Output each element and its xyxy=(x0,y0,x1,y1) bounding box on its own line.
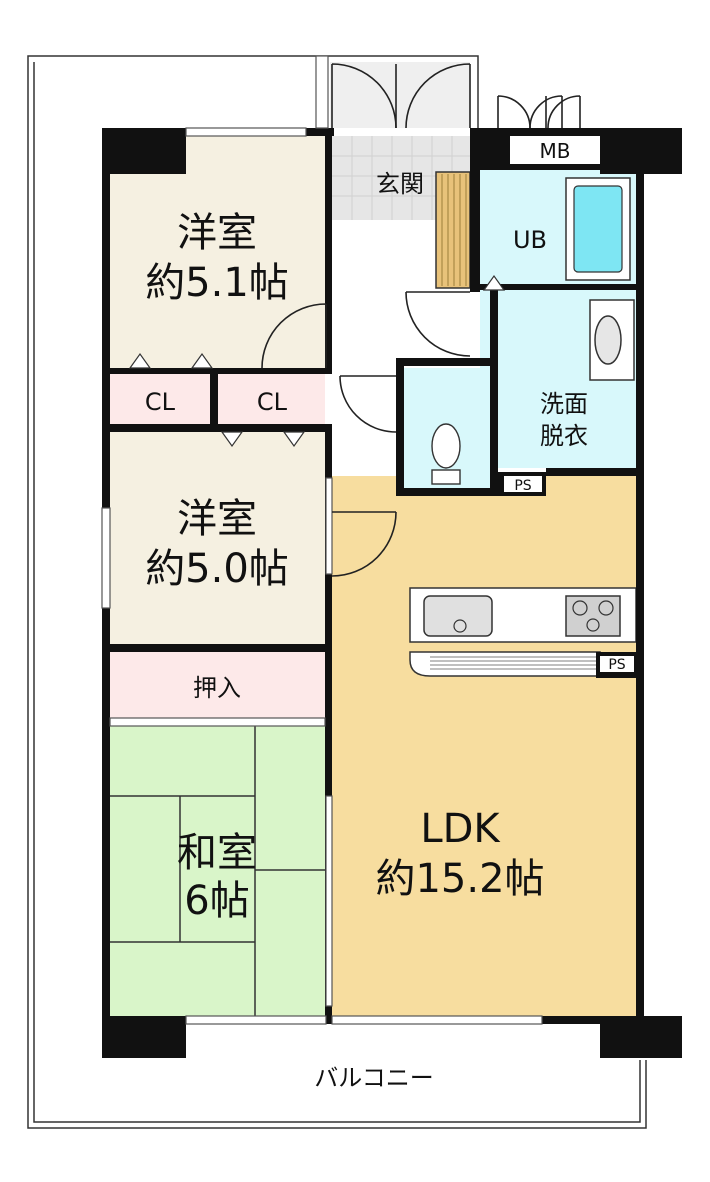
ldk-name: LDK xyxy=(420,806,501,852)
corridor-floor xyxy=(332,220,402,476)
ldk-floor xyxy=(332,476,636,1016)
japanese-room-size: 6帖 xyxy=(184,878,249,924)
stove-burner xyxy=(598,600,614,616)
doors xyxy=(261,63,581,577)
sink-drain xyxy=(453,619,467,633)
sink xyxy=(423,595,493,637)
stove xyxy=(565,595,621,637)
windows xyxy=(101,55,543,1025)
kitchen-bar xyxy=(409,651,601,677)
kitchen-bar-lines xyxy=(430,656,596,670)
meter-box xyxy=(510,136,600,164)
balcony-outline xyxy=(27,55,647,1129)
shoe-cabinet xyxy=(435,171,471,289)
western-room-2-name: 洋室 xyxy=(177,496,257,542)
porch-floor xyxy=(330,62,470,128)
toilet-tank xyxy=(431,469,461,485)
porch-outline xyxy=(320,55,479,128)
oshiire-label: 押入 xyxy=(193,674,241,702)
shoe-cabinet-lines xyxy=(441,174,467,286)
japanese-room-floor xyxy=(110,726,325,1016)
pipe-space-2-label: PS xyxy=(608,657,625,673)
bathtub-basin xyxy=(573,185,623,273)
meter-box-label: MB xyxy=(540,139,571,163)
closet-door-markers xyxy=(128,274,506,448)
column-bottom-left xyxy=(102,1016,186,1058)
washroom-label-line1: 洗面 xyxy=(540,390,588,418)
pipe-space-2 xyxy=(600,656,634,672)
stove-burner xyxy=(586,618,600,632)
entrance-label: 玄関 xyxy=(376,170,424,198)
balcony-outline-inner xyxy=(33,62,641,1123)
closet-2-label: CL xyxy=(257,388,288,416)
oshiire-floor xyxy=(110,652,325,718)
unit-bath-label: UB xyxy=(513,226,547,254)
column-top-left xyxy=(102,128,186,174)
western-room-2-size: 約5.0帖 xyxy=(145,546,289,592)
stove-burner xyxy=(572,600,588,616)
closet-1-label: CL xyxy=(145,388,176,416)
western-room-1-size: 約5.1帖 xyxy=(145,260,289,306)
western-room-2-floor xyxy=(110,432,325,644)
tatami-lines xyxy=(110,726,325,1016)
closet-1-floor xyxy=(110,374,210,424)
wash-basin xyxy=(594,315,622,365)
ldk-size: 約15.2帖 xyxy=(375,856,544,902)
toilet-bowl xyxy=(431,423,461,469)
closet-2-floor xyxy=(218,374,325,424)
western-room-1-name: 洋室 xyxy=(177,210,257,256)
japanese-room-name: 和室 xyxy=(177,830,257,876)
balcony-label: バルコニー xyxy=(314,1064,434,1092)
pipe-space-1-label: PS xyxy=(514,478,531,494)
western-room-1-floor xyxy=(110,136,325,374)
pipe-space-1 xyxy=(504,476,542,492)
washroom-label-line2: 脱衣 xyxy=(540,422,588,450)
